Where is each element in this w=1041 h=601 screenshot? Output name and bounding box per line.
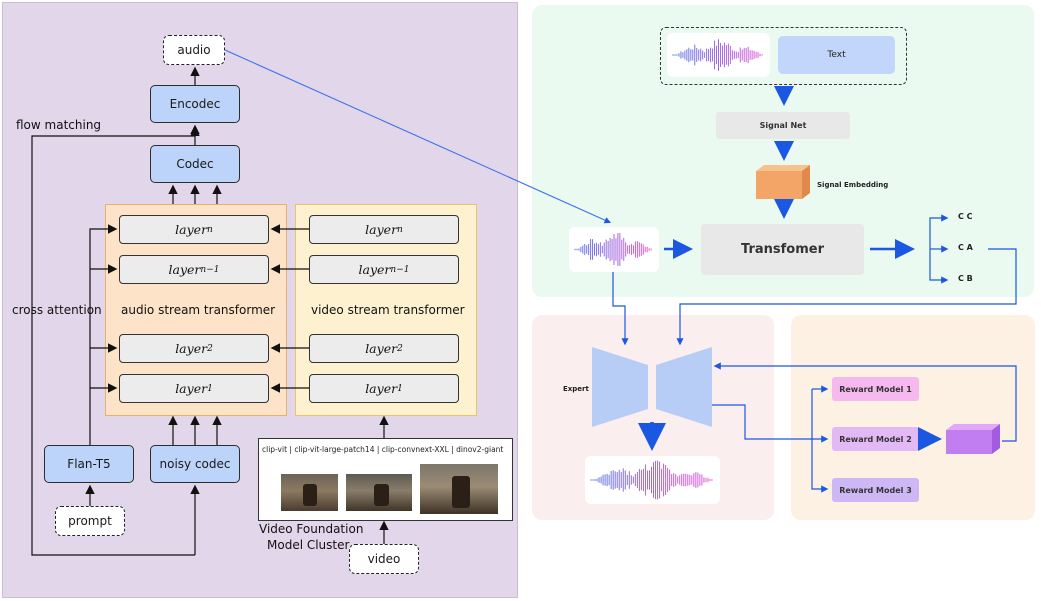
waveform-graphic bbox=[590, 460, 713, 500]
expert-encoder-decoder bbox=[592, 347, 712, 427]
layer-text: layer bbox=[358, 262, 391, 277]
output-cb: C B bbox=[958, 274, 973, 283]
expert-output-waveform bbox=[585, 456, 720, 504]
noisy-codec-label: noisy codec bbox=[159, 457, 231, 471]
encodec-box: Encodec bbox=[150, 85, 240, 123]
reward-model-1-label: Reward Model 1 bbox=[839, 384, 912, 394]
input-waveform bbox=[667, 33, 770, 77]
text-input-box: Text bbox=[778, 36, 895, 74]
layer-subscript: 1 bbox=[397, 383, 403, 394]
transformer-box: Transfomer bbox=[701, 224, 864, 275]
transformer-label: Transfomer bbox=[741, 242, 824, 257]
prompt-input: prompt bbox=[55, 506, 125, 536]
output-ca: C A bbox=[958, 243, 973, 252]
layer-subscript: 2 bbox=[397, 343, 403, 354]
expert-label: Expert bbox=[563, 385, 589, 393]
cluster-label-2: Model Cluster bbox=[267, 538, 350, 552]
layer-text: layer bbox=[365, 381, 398, 396]
layer-subscript: n−1 bbox=[200, 264, 220, 275]
text-label: Text bbox=[827, 50, 846, 60]
reward-model-3-label: Reward Model 3 bbox=[839, 485, 912, 495]
output-cc: C C bbox=[958, 212, 973, 221]
layer-text: layer bbox=[175, 222, 208, 237]
signal-embedding-label: Signal Embedding bbox=[817, 181, 889, 189]
video-frame-2 bbox=[346, 474, 412, 511]
reward-cube bbox=[946, 424, 1000, 454]
video-frame-1 bbox=[281, 474, 338, 511]
video-frame-3 bbox=[420, 464, 498, 514]
input-group bbox=[660, 27, 907, 85]
layer-subscript: n bbox=[397, 224, 403, 235]
signal-embedding-cube bbox=[756, 165, 810, 199]
signal-net-label: Signal Net bbox=[759, 121, 807, 130]
prompt-label: prompt bbox=[68, 514, 112, 528]
video-stream-label: video stream transformer bbox=[311, 303, 465, 317]
layer-text: layer bbox=[175, 381, 208, 396]
flan-t5-box: Flan-T5 bbox=[44, 445, 134, 483]
signal-net-box: Signal Net bbox=[716, 112, 850, 139]
layer-subscript: n−1 bbox=[390, 264, 410, 275]
flan-t5-label: Flan-T5 bbox=[67, 457, 111, 471]
cross-attention-label: cross attention bbox=[12, 303, 102, 317]
cluster-label-1: Video Foundation bbox=[259, 522, 364, 536]
layer-text: layer bbox=[175, 341, 208, 356]
waveform-graphic bbox=[672, 39, 763, 71]
encodec-label: Encodec bbox=[169, 97, 221, 111]
layer-text: layer bbox=[365, 222, 398, 237]
noisy-codec-box: noisy codec bbox=[150, 445, 240, 483]
layer-text: layer bbox=[365, 341, 398, 356]
audio-stream-label: audio stream transformer bbox=[121, 303, 276, 317]
waveform-graphic bbox=[574, 233, 652, 266]
video-label: video bbox=[367, 552, 401, 566]
audio-output: audio bbox=[163, 35, 225, 65]
audio-label: audio bbox=[177, 43, 211, 57]
layer-subscript: n bbox=[207, 224, 213, 235]
video-input: video bbox=[349, 544, 419, 574]
video-models-list: clip-vit | clip-vit-large-patch14 | clip… bbox=[262, 445, 504, 454]
codec-label: Codec bbox=[176, 157, 214, 171]
reward-model-3: Reward Model 3 bbox=[832, 478, 919, 502]
layer-subscript: 1 bbox=[207, 383, 213, 394]
codec-box: Codec bbox=[150, 145, 240, 183]
reward-model-2: Reward Model 2 bbox=[832, 427, 919, 451]
audio-waveform bbox=[569, 227, 659, 272]
layer-text: layer bbox=[168, 262, 201, 277]
layer-subscript: 2 bbox=[207, 343, 213, 354]
flow-matching-label: flow matching bbox=[16, 118, 102, 132]
reward-model-1: Reward Model 1 bbox=[832, 377, 919, 401]
reward-model-2-label: Reward Model 2 bbox=[839, 434, 912, 444]
